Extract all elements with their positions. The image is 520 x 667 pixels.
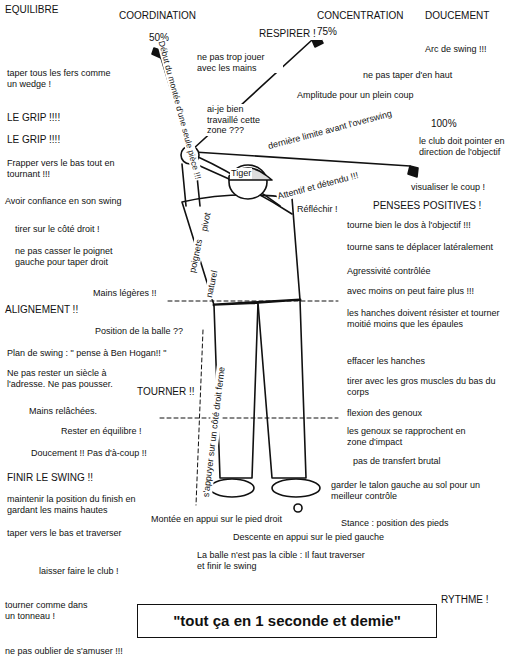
note-text: 100% [430, 118, 458, 130]
note-text: tourner comme dans un tonneau ! [4, 600, 91, 621]
note-text: ALIGNEMENT !! [4, 304, 79, 316]
note-text: taper vers le bas et traverser [6, 528, 123, 539]
box-text: "tout ça en 1 seconde et demie" [138, 612, 436, 629]
note-text: ai-je bien travaillé cette zone ??? [206, 104, 264, 136]
note-text: flexion des genoux [346, 408, 423, 419]
note-text: 75% [316, 26, 338, 38]
club-100 [194, 152, 410, 166]
note-text: DOUCEMENT [424, 10, 490, 22]
note-text: effacer les hanches [346, 356, 426, 367]
note-text: RESPIRER !!! [258, 28, 322, 40]
right-arm [182, 164, 186, 206]
note-text: Agressivité contrôlée [346, 266, 432, 277]
note-text: les genoux se rapprochent en zone d'impa… [346, 426, 488, 447]
club-head [408, 166, 418, 177]
note-text: LE GRIP !!!! [6, 112, 61, 124]
torso [182, 195, 300, 305]
note-text: tirer avec les gros muscles du bas du co… [346, 376, 498, 397]
note-text: LE GRIP !!!! [6, 134, 61, 146]
note-text: Frapper vers le bas tout en tournant !!! [6, 158, 123, 179]
note-text: Position de la balle ?? [94, 326, 184, 337]
note-text: ne pas taper d'en haut [362, 70, 453, 81]
note-text: Stance : position des pieds [340, 518, 450, 529]
note-text: Rester en équilibre ! [60, 426, 143, 437]
note-text: Mains relâchées. [28, 406, 98, 417]
note-text: Arc de swing !!! [424, 44, 488, 55]
note-text: ne pas trop jouer avec les mains [196, 52, 283, 73]
note-text: pas de transfert brutal [352, 456, 442, 467]
note-text: Doucement !! Pas d'à-coup !! [30, 448, 148, 459]
cap [229, 168, 272, 180]
left-leg [258, 300, 306, 478]
knee-line [160, 418, 338, 419]
left-shoe [272, 479, 320, 497]
note-text: maintenir la position du finish en garda… [6, 494, 143, 515]
note-text: Réfléchir ! [296, 204, 339, 215]
note-text: tourne bien le dos à l'objectif !!! [346, 220, 513, 231]
note-text: Plan de swing : " pense à Ben Hogan!! " [6, 348, 168, 359]
ball [294, 504, 302, 512]
right-shoe [210, 479, 254, 497]
note-text: Tiger [230, 168, 252, 179]
text-box: "tout ça en 1 seconde et demie" [137, 604, 437, 638]
note-text: visualiser le coup ! [410, 182, 486, 193]
note-text: dernière limite avant l'overswing [266, 108, 394, 152]
note-text: Ne pas rester un siècle à l'adresse. Ne … [6, 368, 120, 389]
note-text: EQUILIBRE [4, 4, 59, 16]
note-text: RYTHME ! [440, 594, 490, 606]
head [229, 165, 267, 199]
note-text: La balle n'est pas la cible : Il faut tr… [196, 550, 368, 571]
note-text: Mains légères !! [92, 288, 158, 299]
note-text: ne pas casser le poignet gauche pour tap… [14, 246, 128, 267]
note-text: tourne sans te déplacer latéralement [346, 242, 513, 253]
note-text: avec moins on peut faire plus !!! [346, 286, 475, 297]
note-text: FINIR LE SWING !! [6, 472, 94, 484]
note-text: taper tous les fers comme un wedge ! [6, 68, 118, 89]
note-text: tirer sur le côté droit ! [14, 224, 101, 235]
note-text: TOURNER !! [136, 386, 196, 398]
note-text: PENSEES POSITIVES ! [372, 200, 482, 212]
note-text: laisser faire le club ! [38, 566, 120, 577]
hip-line [168, 301, 338, 302]
note-text: Descente en appui sur le pied gauche [232, 532, 385, 543]
note-text: ne pas oublier de s'amuser !!! [4, 646, 124, 657]
note-text: les hanches doivent résister et tourner … [346, 308, 508, 329]
note-text: le club doit pointer en direction de l'o… [418, 136, 516, 157]
note-text: COORDINATION [118, 10, 197, 22]
note-text: garder le talon gauche au sol pour un me… [330, 480, 482, 501]
note-text: CONCENTRATION [316, 10, 404, 22]
note-text: Amplitude pour un plein coup [296, 90, 415, 101]
note-text: Montée en appui sur le pied droit [150, 514, 283, 525]
note-text: Attentif et détendu !!! [276, 170, 361, 202]
note-text: Avoir confiance en son swing [4, 196, 122, 207]
